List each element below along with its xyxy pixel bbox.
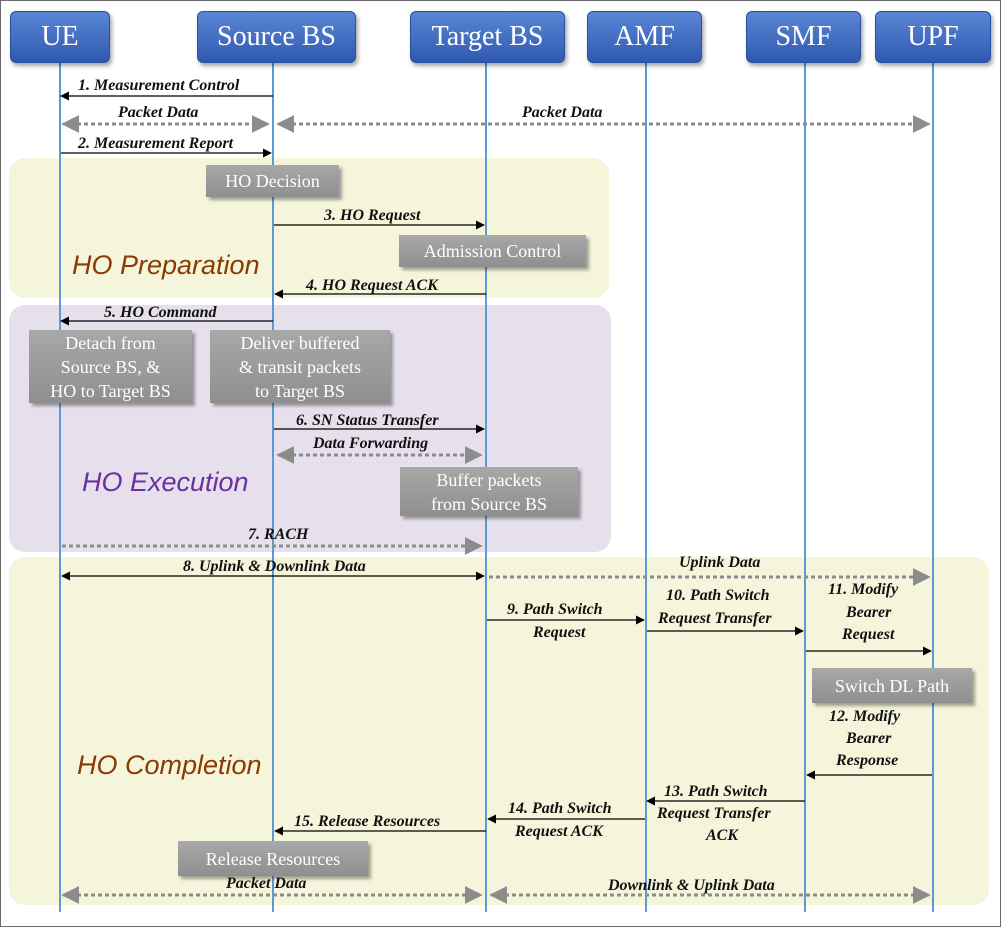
- box-deliver-line2: & transit packets: [239, 356, 361, 377]
- box-buffer-line1: Buffer packets: [436, 469, 542, 490]
- label-m1: 1. Measurement Control: [78, 77, 240, 94]
- label-m3: 3. HO Request: [324, 207, 421, 224]
- label-m13-line2: Request Transfer: [657, 805, 771, 822]
- box-buffer-packets: Buffer packets from Source BS: [400, 467, 578, 516]
- box-buffer-line2: from Source BS: [431, 493, 547, 514]
- box-deliver-line1: Deliver buffered: [240, 332, 360, 353]
- lifeline-smf: [804, 60, 806, 912]
- box-detach-line1: Detach from: [65, 332, 156, 353]
- box-deliver-buffered: Deliver buffered & transit packets to Ta…: [210, 330, 390, 403]
- label-df: Data Forwarding: [313, 435, 429, 452]
- box-switch-dl-path: Switch DL Path: [812, 668, 972, 703]
- box-ho-decision-text: HO Decision: [225, 171, 320, 191]
- box-detach-line2: Source BS, &: [60, 356, 161, 377]
- label-m9-line2: Request: [533, 624, 586, 641]
- label-m8: 8. Uplink & Downlink Data: [183, 558, 366, 575]
- actor-target-bs: Target BS: [410, 11, 565, 63]
- box-detach: Detach from Source BS, & HO to Target BS: [29, 330, 192, 403]
- label-m14-line1: 14. Path Switch: [508, 800, 612, 817]
- actor-smf: SMF: [746, 11, 861, 63]
- label-m11-line1: 11. Modify: [828, 581, 899, 598]
- label-m10-line2: Request Transfer: [658, 610, 772, 627]
- label-m11-line2: Bearer: [846, 604, 892, 621]
- box-admission-control: Admission Control: [399, 235, 586, 267]
- label-m9-line1: 9. Path Switch: [507, 601, 603, 618]
- label-pd2: Packet Data: [522, 104, 603, 121]
- lifeline-upf: [932, 60, 934, 912]
- label-dl: Downlink & Uplink Data: [608, 877, 775, 894]
- label-m4: 4. HO Request ACK: [306, 277, 438, 294]
- label-m2: 2. Measurement Report: [78, 135, 234, 152]
- label-m13-line1: 13. Path Switch: [664, 783, 768, 800]
- label-m12-line3: Response: [836, 752, 899, 769]
- label-m7: 7. RACH: [248, 526, 309, 543]
- label-m13-line3: ACK: [706, 827, 739, 844]
- label-pd3: Packet Data: [226, 875, 307, 892]
- phase-completion-title: HO Completion: [77, 750, 262, 780]
- label-m5: 5. HO Command: [104, 304, 217, 321]
- phase-completion-panel: [9, 557, 989, 905]
- actor-amf: AMF: [587, 11, 702, 63]
- label-m11-line3: Request: [842, 626, 895, 643]
- box-ho-decision: HO Decision: [206, 165, 339, 197]
- label-m15: 15. Release Resources: [294, 813, 441, 830]
- box-admission-control-text: Admission Control: [423, 241, 562, 261]
- label-m12-line1: 12. Modify: [829, 708, 901, 725]
- box-release-resources: Release Resources: [178, 841, 368, 876]
- box-detach-line3: HO to Target BS: [50, 380, 171, 401]
- phase-preparation-title: HO Preparation: [72, 250, 260, 280]
- label-pd1: Packet Data: [118, 104, 199, 121]
- actor-upf: UPF: [875, 11, 991, 63]
- lifeline-source-bs: [272, 60, 274, 912]
- box-deliver-line3: to Target BS: [254, 380, 346, 401]
- label-m14-line2: Request ACK: [515, 823, 603, 840]
- phase-execution-title: HO Execution: [82, 467, 249, 497]
- box-switch-dl-path-text: Switch DL Path: [834, 675, 950, 696]
- actor-source-bs: Source BS: [197, 11, 356, 63]
- box-release-resources-text: Release Resources: [205, 848, 341, 869]
- lifeline-amf: [645, 60, 647, 912]
- actor-ue: UE: [10, 11, 110, 63]
- lifeline-ue: [59, 60, 61, 912]
- label-ul: Uplink Data: [679, 554, 761, 571]
- label-m12-line2: Bearer: [846, 730, 892, 747]
- label-m10-line1: 10. Path Switch: [666, 587, 770, 604]
- label-m6: 6. SN Status Transfer: [296, 412, 439, 429]
